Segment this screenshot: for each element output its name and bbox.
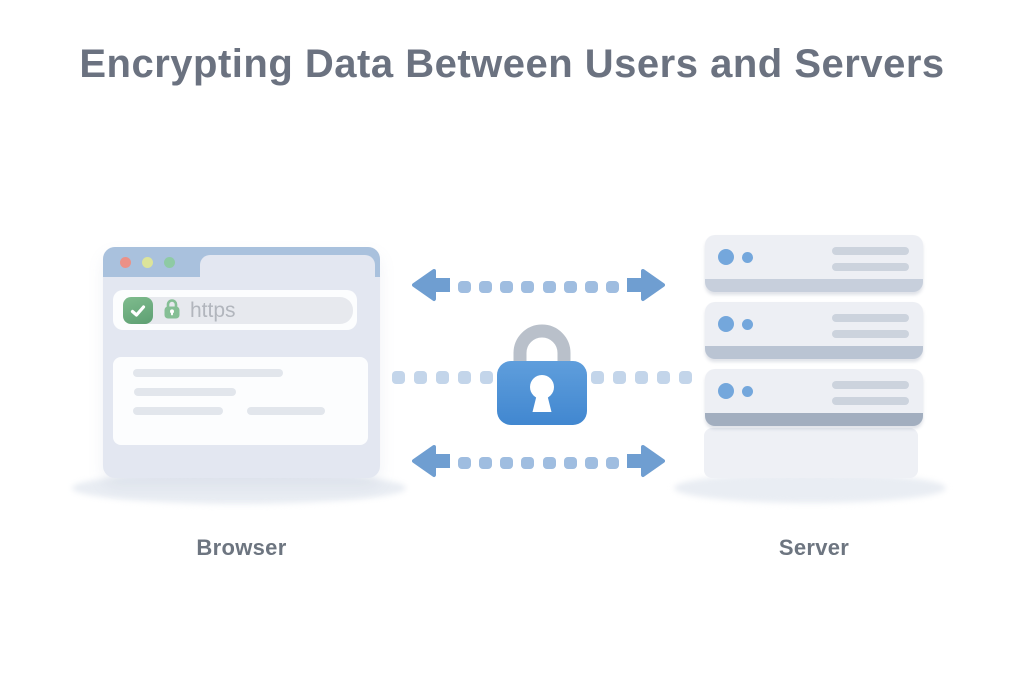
text-placeholder-line bbox=[247, 407, 325, 415]
server-led-icon bbox=[742, 252, 753, 263]
traffic-light-green-icon bbox=[164, 257, 175, 268]
server-vent-line bbox=[832, 381, 909, 389]
lock-icon bbox=[163, 298, 181, 324]
text-placeholder-line bbox=[134, 388, 236, 396]
top-transfer-arrow bbox=[412, 268, 665, 307]
address-bar: https bbox=[113, 290, 357, 330]
browser-titlebar bbox=[103, 247, 380, 279]
server-label: Server bbox=[778, 535, 850, 560]
arrow-left-icon bbox=[412, 444, 452, 483]
server-unit-edge bbox=[705, 279, 923, 292]
server-vent-line bbox=[832, 397, 909, 405]
server-base bbox=[704, 428, 918, 478]
text-placeholder-line bbox=[133, 407, 223, 415]
arrow-dashes bbox=[450, 457, 627, 469]
server-led-icon bbox=[718, 383, 734, 399]
server-led-icon bbox=[742, 386, 753, 397]
server-led-icon bbox=[718, 316, 734, 332]
page-content-card bbox=[113, 357, 368, 445]
browser-label: Browser bbox=[196, 535, 287, 560]
traffic-light-red-icon bbox=[120, 257, 131, 268]
server-vent-line bbox=[832, 330, 909, 338]
server-unit-edge bbox=[705, 346, 923, 359]
browser-window: https bbox=[103, 247, 380, 478]
address-bar-pill: https bbox=[123, 297, 353, 324]
server-unit bbox=[705, 369, 923, 426]
arrow-dashes bbox=[450, 281, 627, 293]
traffic-light-yellow-icon bbox=[142, 257, 153, 268]
server-unit-edge bbox=[705, 413, 923, 426]
server-led-icon bbox=[742, 319, 753, 330]
text-placeholder-line bbox=[133, 369, 283, 377]
server-unit bbox=[705, 235, 923, 292]
server-ground-shadow bbox=[674, 473, 946, 503]
arrow-left-icon bbox=[412, 268, 452, 307]
diagram-title: Encrypting Data Between Users and Server… bbox=[79, 42, 945, 86]
server-vent-line bbox=[832, 263, 909, 271]
bottom-transfer-arrow bbox=[412, 444, 665, 483]
address-bar-url: https bbox=[190, 298, 236, 322]
server-led-icon bbox=[718, 249, 734, 265]
arrow-right-icon bbox=[625, 268, 665, 307]
browser-tab bbox=[200, 255, 375, 279]
server-vent-line bbox=[832, 314, 909, 322]
server-unit bbox=[705, 302, 923, 359]
arrow-right-icon bbox=[625, 444, 665, 483]
padlock-icon bbox=[497, 317, 587, 430]
checkmark-icon bbox=[123, 297, 153, 324]
server-vent-line bbox=[832, 247, 909, 255]
